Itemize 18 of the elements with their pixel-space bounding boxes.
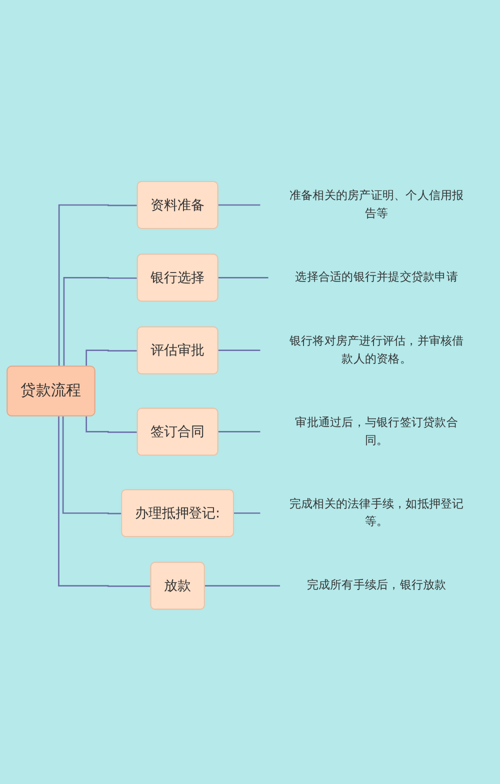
- connector: [58, 416, 152, 588]
- connector: [86, 416, 138, 434]
- connector: [63, 277, 138, 367]
- connector: [218, 277, 268, 280]
- node-text: 银行将对房产进行评估，并审核借款人的资格。: [289, 334, 464, 366]
- node-text: 准备相关的房产证明、个人信用报告等: [289, 190, 464, 221]
- node-text: 完成所有手续后，银行放款: [306, 579, 446, 593]
- node-text: 选择合适的银行并提交贷款申请: [295, 271, 458, 284]
- node-text: 审批通过后，与银行签订贷款合同。: [295, 416, 458, 448]
- connector: [62, 416, 122, 515]
- connector: [86, 350, 138, 367]
- connector: [218, 204, 260, 206]
- connector: [58, 204, 138, 367]
- connector: [218, 431, 260, 434]
- node-text: 完成相关的法律手续，如抵押登记等。: [289, 498, 464, 529]
- connector: [233, 512, 260, 514]
- connector: [218, 350, 260, 352]
- connector: [204, 585, 280, 588]
